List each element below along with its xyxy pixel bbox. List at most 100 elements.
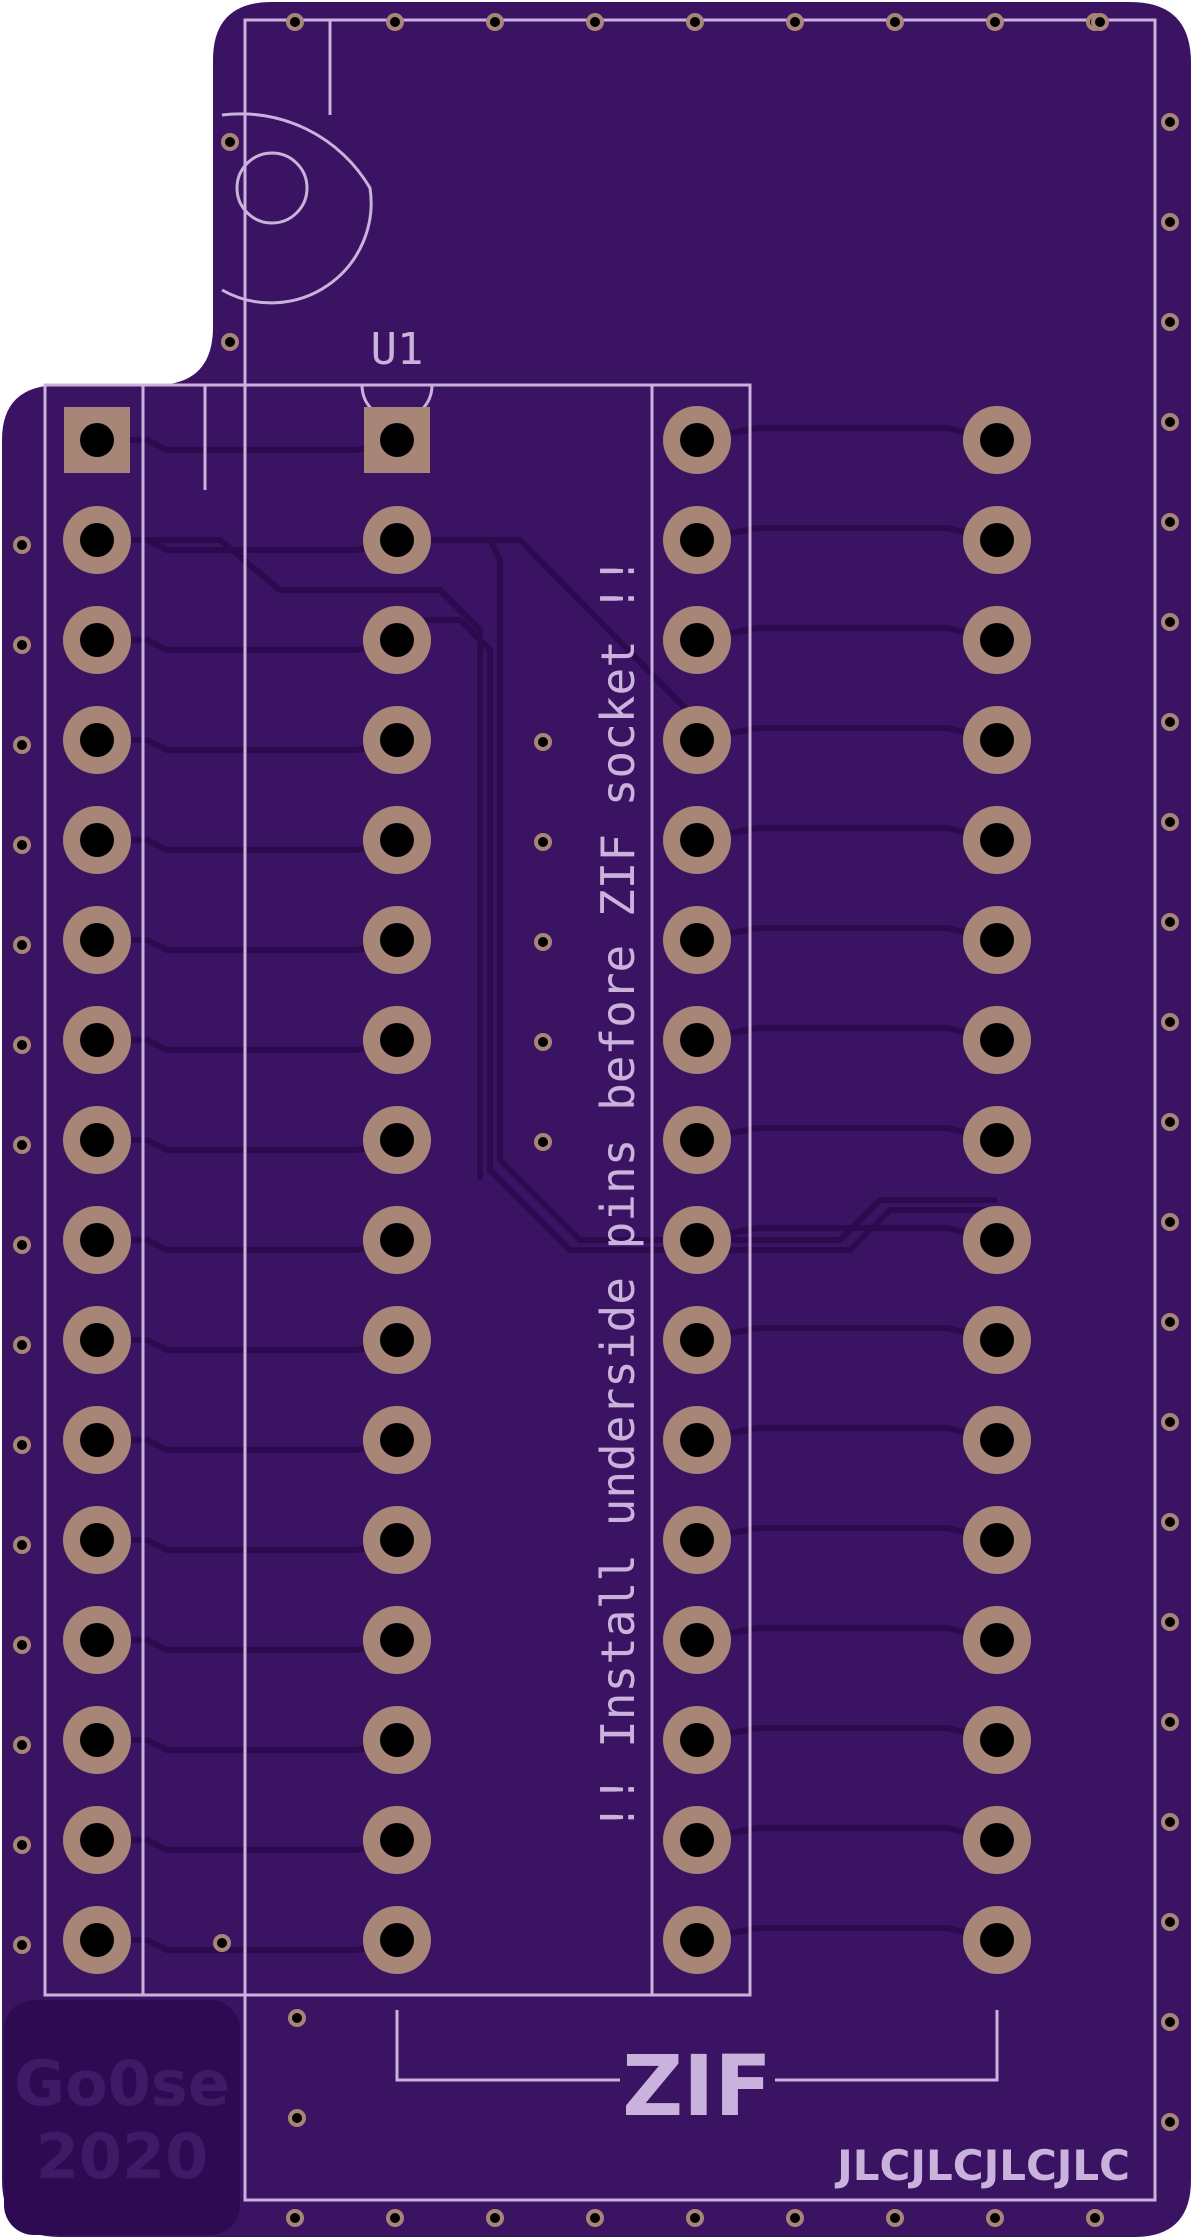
pad-drill [980, 1623, 1014, 1657]
via-drill [17, 1940, 27, 1950]
via-drill [790, 17, 800, 27]
via-drill [538, 837, 548, 847]
pad-drill [680, 723, 714, 757]
pad-drill [680, 423, 714, 457]
via-drill [690, 2213, 700, 2223]
via-drill [390, 2213, 400, 2223]
via-drill [990, 2213, 1000, 2223]
pad-drill [980, 723, 1014, 757]
pad-drill [980, 1423, 1014, 1457]
pad-drill [980, 1123, 1014, 1157]
via-drill [1165, 1117, 1175, 1127]
via-drill [1165, 1317, 1175, 1327]
pad-drill [680, 1323, 714, 1357]
via-drill [1090, 2213, 1100, 2223]
pad-drill [80, 823, 114, 857]
zif-label: ZIF [622, 2037, 772, 2135]
pad-drill [380, 823, 414, 857]
trace [397, 537, 700, 723]
via-drill [538, 937, 548, 947]
via-drill [217, 1938, 227, 1948]
pad-drill [680, 1723, 714, 1757]
pad-drill [380, 1323, 414, 1357]
pad-drill [980, 1023, 1014, 1057]
pad-drill [680, 523, 714, 557]
via-drill [292, 2013, 302, 2023]
pad-drill [380, 523, 414, 557]
pad-drill [80, 1023, 114, 1057]
pad-drill [980, 623, 1014, 657]
pad-drill [380, 723, 414, 757]
via-drill [690, 17, 700, 27]
pad-drill [380, 1223, 414, 1257]
pad-drill [380, 923, 414, 957]
pad-drill [80, 423, 114, 457]
pad-drill [980, 1323, 1014, 1357]
pad-drill [380, 1423, 414, 1457]
via-drill [17, 1540, 27, 1550]
pad-drill [680, 1823, 714, 1857]
via-drill [1165, 617, 1175, 627]
pad-drill [680, 923, 714, 957]
pad-drill [80, 623, 114, 657]
via-drill [17, 940, 27, 950]
pad-drill [980, 1823, 1014, 1857]
pad-drill [680, 1423, 714, 1457]
pads [63, 406, 1031, 1974]
pad-drill [680, 1223, 714, 1257]
via-drill [225, 137, 235, 147]
pad-drill [80, 1823, 114, 1857]
via-drill [17, 1140, 27, 1150]
via-drill [1165, 1617, 1175, 1627]
pad-drill [380, 423, 414, 457]
pad-drill [680, 1123, 714, 1157]
via-drill [490, 17, 500, 27]
via-drill [538, 737, 548, 747]
via-drill [1165, 817, 1175, 827]
trace [397, 617, 997, 1253]
via-drill [17, 1440, 27, 1450]
logo-block [4, 2000, 240, 2235]
pad-drill [680, 823, 714, 857]
via-drill [1165, 917, 1175, 927]
via-drill [17, 540, 27, 550]
via-drill [590, 17, 600, 27]
via-drill [1165, 1217, 1175, 1227]
pad-drill [80, 1523, 114, 1557]
via-drill [290, 17, 300, 27]
via-drill [290, 2213, 300, 2223]
pad-drill [380, 623, 414, 657]
pad-drill [380, 1123, 414, 1157]
via-drill [17, 1340, 27, 1350]
via-drill [17, 740, 27, 750]
via-drill [1165, 1917, 1175, 1927]
via-drill [1165, 1017, 1175, 1027]
logo-line1: Go0se [14, 2047, 230, 2120]
pad-drill [380, 1023, 414, 1057]
pad-drill [80, 1223, 114, 1257]
vias [13, 13, 1179, 2227]
pad-drill [380, 1823, 414, 1857]
pad-drill [380, 1623, 414, 1657]
zif-bracket [395, 2010, 999, 2082]
via-drill [390, 17, 400, 27]
via-drill [1165, 417, 1175, 427]
pad-drill [980, 1923, 1014, 1957]
via-drill [17, 1840, 27, 1850]
via-drill [1165, 217, 1175, 227]
pad-drill [80, 923, 114, 957]
pad-drill [680, 623, 714, 657]
silk-frame-inner [243, 18, 1157, 2202]
pad-drill [380, 1923, 414, 1957]
via-drill [17, 840, 27, 850]
via-drill [890, 2213, 900, 2223]
fab-marker-label: JLCJLCJLCJLC [834, 2141, 1130, 2190]
via-drill [17, 1240, 27, 1250]
pad-drill [980, 1723, 1014, 1757]
via-drill [990, 17, 1000, 27]
via-drill [590, 2213, 600, 2223]
pad-drill [80, 1423, 114, 1457]
via-drill [292, 2113, 302, 2123]
